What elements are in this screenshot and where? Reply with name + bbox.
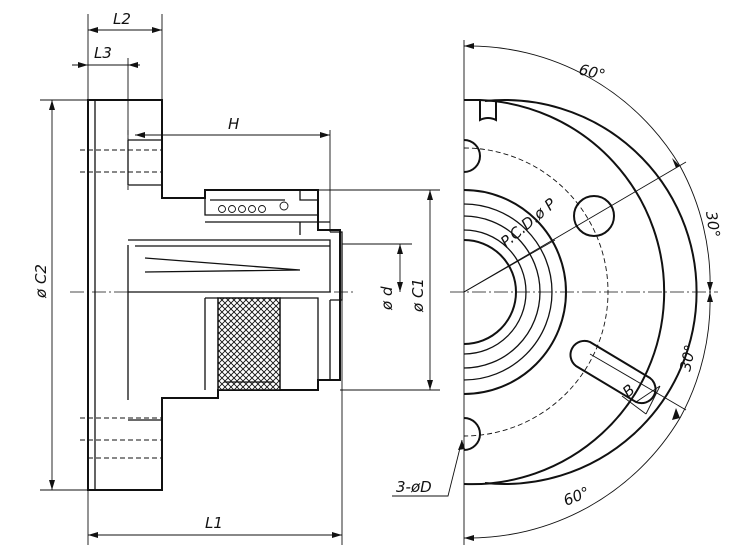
dimension-l3: L3 — [72, 44, 140, 140]
angle-arc-bottom — [463, 417, 681, 539]
dimension-c1: ø C1 — [318, 189, 440, 391]
pcd-circle — [463, 147, 609, 437]
label-l2: L2 — [113, 10, 131, 28]
front-ring-inner — [463, 239, 517, 345]
label-l3: L3 — [94, 44, 112, 62]
front-flange-arc — [484, 99, 698, 485]
label-c2: ø C2 — [32, 264, 50, 299]
shaft-sleeve — [128, 231, 343, 301]
flange-inner-lines — [94, 100, 162, 490]
front-ring-4 — [463, 229, 527, 355]
bolt-hole-top-edge — [463, 139, 481, 173]
radial-line-upper — [463, 161, 687, 293]
lower-housing — [204, 297, 331, 390]
label-holes: 3-øD — [396, 478, 432, 496]
front-ring-3 — [463, 215, 541, 369]
slot-lower — [569, 339, 657, 405]
dimension-d: ø d — [342, 243, 412, 311]
label-angle-right-lower: 30° — [676, 343, 699, 373]
bolt-hole-bottom-edge — [463, 417, 481, 451]
dimension-l1: L1 — [87, 300, 343, 545]
bolt-hole-upper — [573, 195, 615, 237]
angle-arc-top — [463, 45, 681, 167]
side-view: L2 L3 H ø C2 — [32, 10, 440, 545]
flange-outline — [87, 99, 341, 491]
label-c1: ø C1 — [409, 278, 427, 313]
dimension-l2: L2 — [87, 10, 163, 100]
label-angle-right-upper: 30° — [702, 210, 724, 239]
holes-leader — [392, 439, 463, 497]
front-flange-outline — [463, 99, 666, 486]
knurled-sleeve — [217, 297, 281, 391]
slot-width-dimension — [621, 385, 661, 415]
label-angle-top: 60° — [577, 60, 607, 84]
front-view: 60° 30° 30° 60° P.C.D.ø P B 3-øD — [392, 40, 724, 545]
label-h: H — [228, 115, 239, 133]
label-angle-bottom: 60° — [561, 483, 592, 510]
front-ring-2 — [463, 203, 553, 381]
label-d: ø d — [378, 286, 396, 311]
radial-line-slot — [589, 353, 687, 411]
clamp-assembly — [204, 189, 330, 235]
dimension-c2: ø C2 — [32, 99, 88, 491]
label-slot-width: B — [619, 381, 638, 401]
front-ring-outer — [463, 189, 567, 395]
label-l1: L1 — [205, 514, 223, 532]
radial-line-pcd — [463, 239, 556, 293]
spring-coils — [218, 201, 289, 213]
dimension-h: H — [135, 115, 331, 232]
hidden-holes — [80, 130, 162, 459]
